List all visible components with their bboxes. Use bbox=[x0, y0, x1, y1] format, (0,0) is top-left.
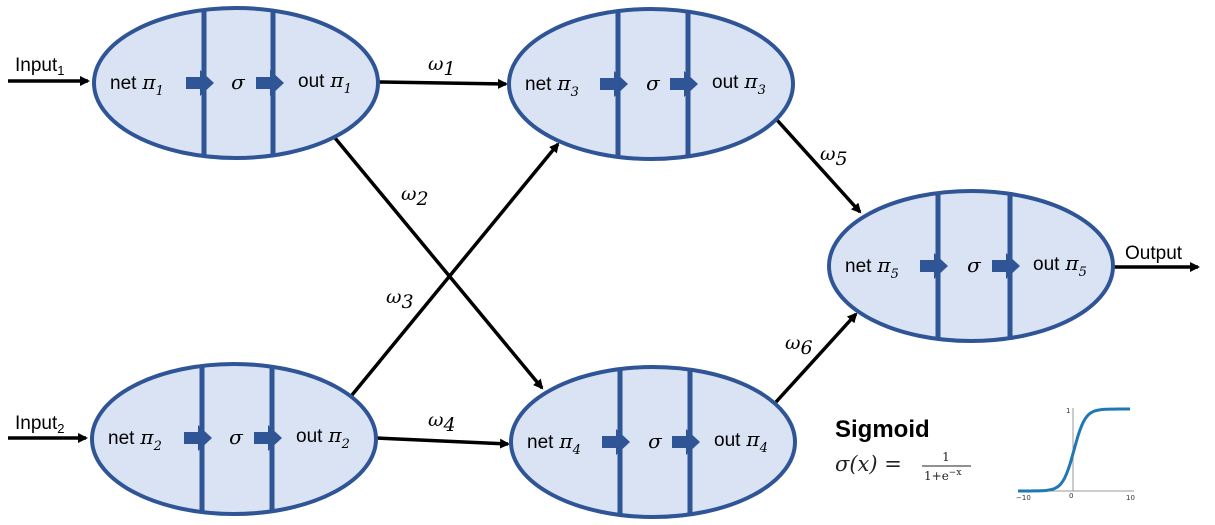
sigmoid-title: Sigmoid bbox=[835, 416, 930, 443]
net-to-sigma-arrow bbox=[600, 71, 628, 97]
edge-w5 bbox=[775, 118, 862, 214]
output-label: Output bbox=[1125, 243, 1183, 264]
edge-w1 bbox=[377, 78, 508, 89]
input2-label: Input2 bbox=[15, 413, 65, 436]
sigma-to-out-arrow bbox=[672, 429, 700, 455]
sigma-label: σ bbox=[967, 253, 982, 277]
tick-y-top: 1 bbox=[1066, 407, 1070, 415]
node-ellipse bbox=[92, 6, 380, 160]
sigmoid-curve bbox=[1018, 407, 1130, 493]
sigma-label: σ bbox=[229, 425, 244, 449]
edges bbox=[8, 76, 1200, 449]
edge-w4 bbox=[375, 436, 510, 449]
weight-label-w5: ω5 bbox=[820, 143, 848, 170]
sigmoid-numerator: 1 bbox=[942, 450, 950, 464]
weight-label-w6: ω6 bbox=[785, 332, 813, 359]
sigma-to-out-arrow bbox=[256, 70, 284, 96]
net-to-sigma-arrow bbox=[602, 429, 630, 455]
net-to-sigma-arrow bbox=[184, 425, 212, 451]
sigma-label: σ bbox=[646, 71, 661, 95]
sigmoid-formula-lhs: σ(x) = bbox=[835, 452, 902, 476]
edge-w6 bbox=[774, 312, 858, 404]
node-ellipse bbox=[507, 7, 795, 161]
edge-w3 bbox=[350, 142, 560, 397]
net-to-sigma-arrow bbox=[186, 70, 214, 96]
sigmoid-legend: Sigmoid σ(x) = 1 1+e−x −10 0 10 1 bbox=[835, 407, 1135, 502]
input1-label: Input1 bbox=[15, 55, 65, 78]
weight-label-w4: ω4 bbox=[428, 409, 456, 436]
edge-w2 bbox=[333, 136, 544, 390]
sigma-label: σ bbox=[231, 70, 246, 94]
sigma-to-out-arrow bbox=[670, 71, 698, 97]
node-ellipse bbox=[90, 362, 378, 516]
tick-x-min: −10 bbox=[1016, 494, 1031, 502]
tick-x-max: 10 bbox=[1126, 494, 1135, 502]
tick-x-zero: 0 bbox=[1069, 492, 1073, 500]
net-to-sigma-arrow bbox=[920, 253, 948, 279]
sigma-label: σ bbox=[648, 429, 663, 453]
sigmoid-denominator: 1+e−x bbox=[924, 468, 961, 483]
node-ellipse bbox=[827, 189, 1115, 343]
weight-label-w2: ω2 bbox=[401, 183, 429, 210]
sigma-to-out-arrow bbox=[992, 253, 1020, 279]
node-ellipse bbox=[509, 365, 797, 519]
sigma-to-out-arrow bbox=[254, 425, 282, 451]
sigmoid-mini-plot: −10 0 10 1 bbox=[1016, 407, 1135, 502]
weight-label-w3: ω3 bbox=[386, 286, 414, 313]
weight-label-w1: ω1 bbox=[428, 53, 456, 80]
